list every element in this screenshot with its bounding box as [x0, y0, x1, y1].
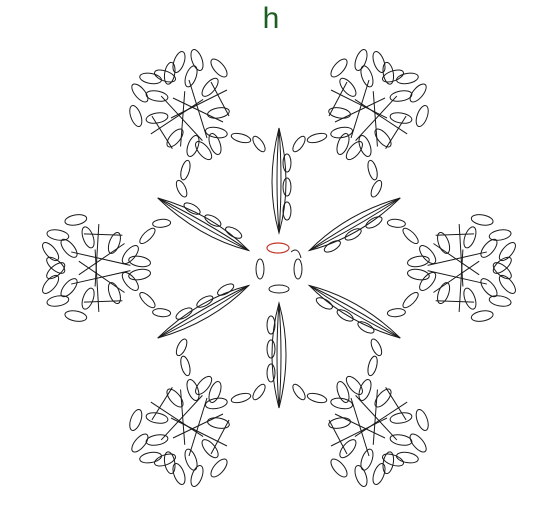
center-chain-stitch [255, 258, 265, 280]
arm-upper-right [241, 41, 537, 367]
arm-top [144, 47, 414, 234]
snowflake-arms [21, 41, 537, 495]
start-chain-stitch [266, 242, 290, 254]
center-ring [255, 242, 303, 294]
center-chain-stitch [293, 258, 303, 280]
center-chain-stitch [268, 284, 290, 294]
diagram-label: h [262, 2, 280, 35]
arm-upper-left [21, 41, 317, 367]
slip-stitch [290, 249, 302, 259]
arm-lower-left [21, 169, 317, 495]
arm-lower-right [241, 169, 537, 495]
arm-bottom [144, 302, 414, 489]
